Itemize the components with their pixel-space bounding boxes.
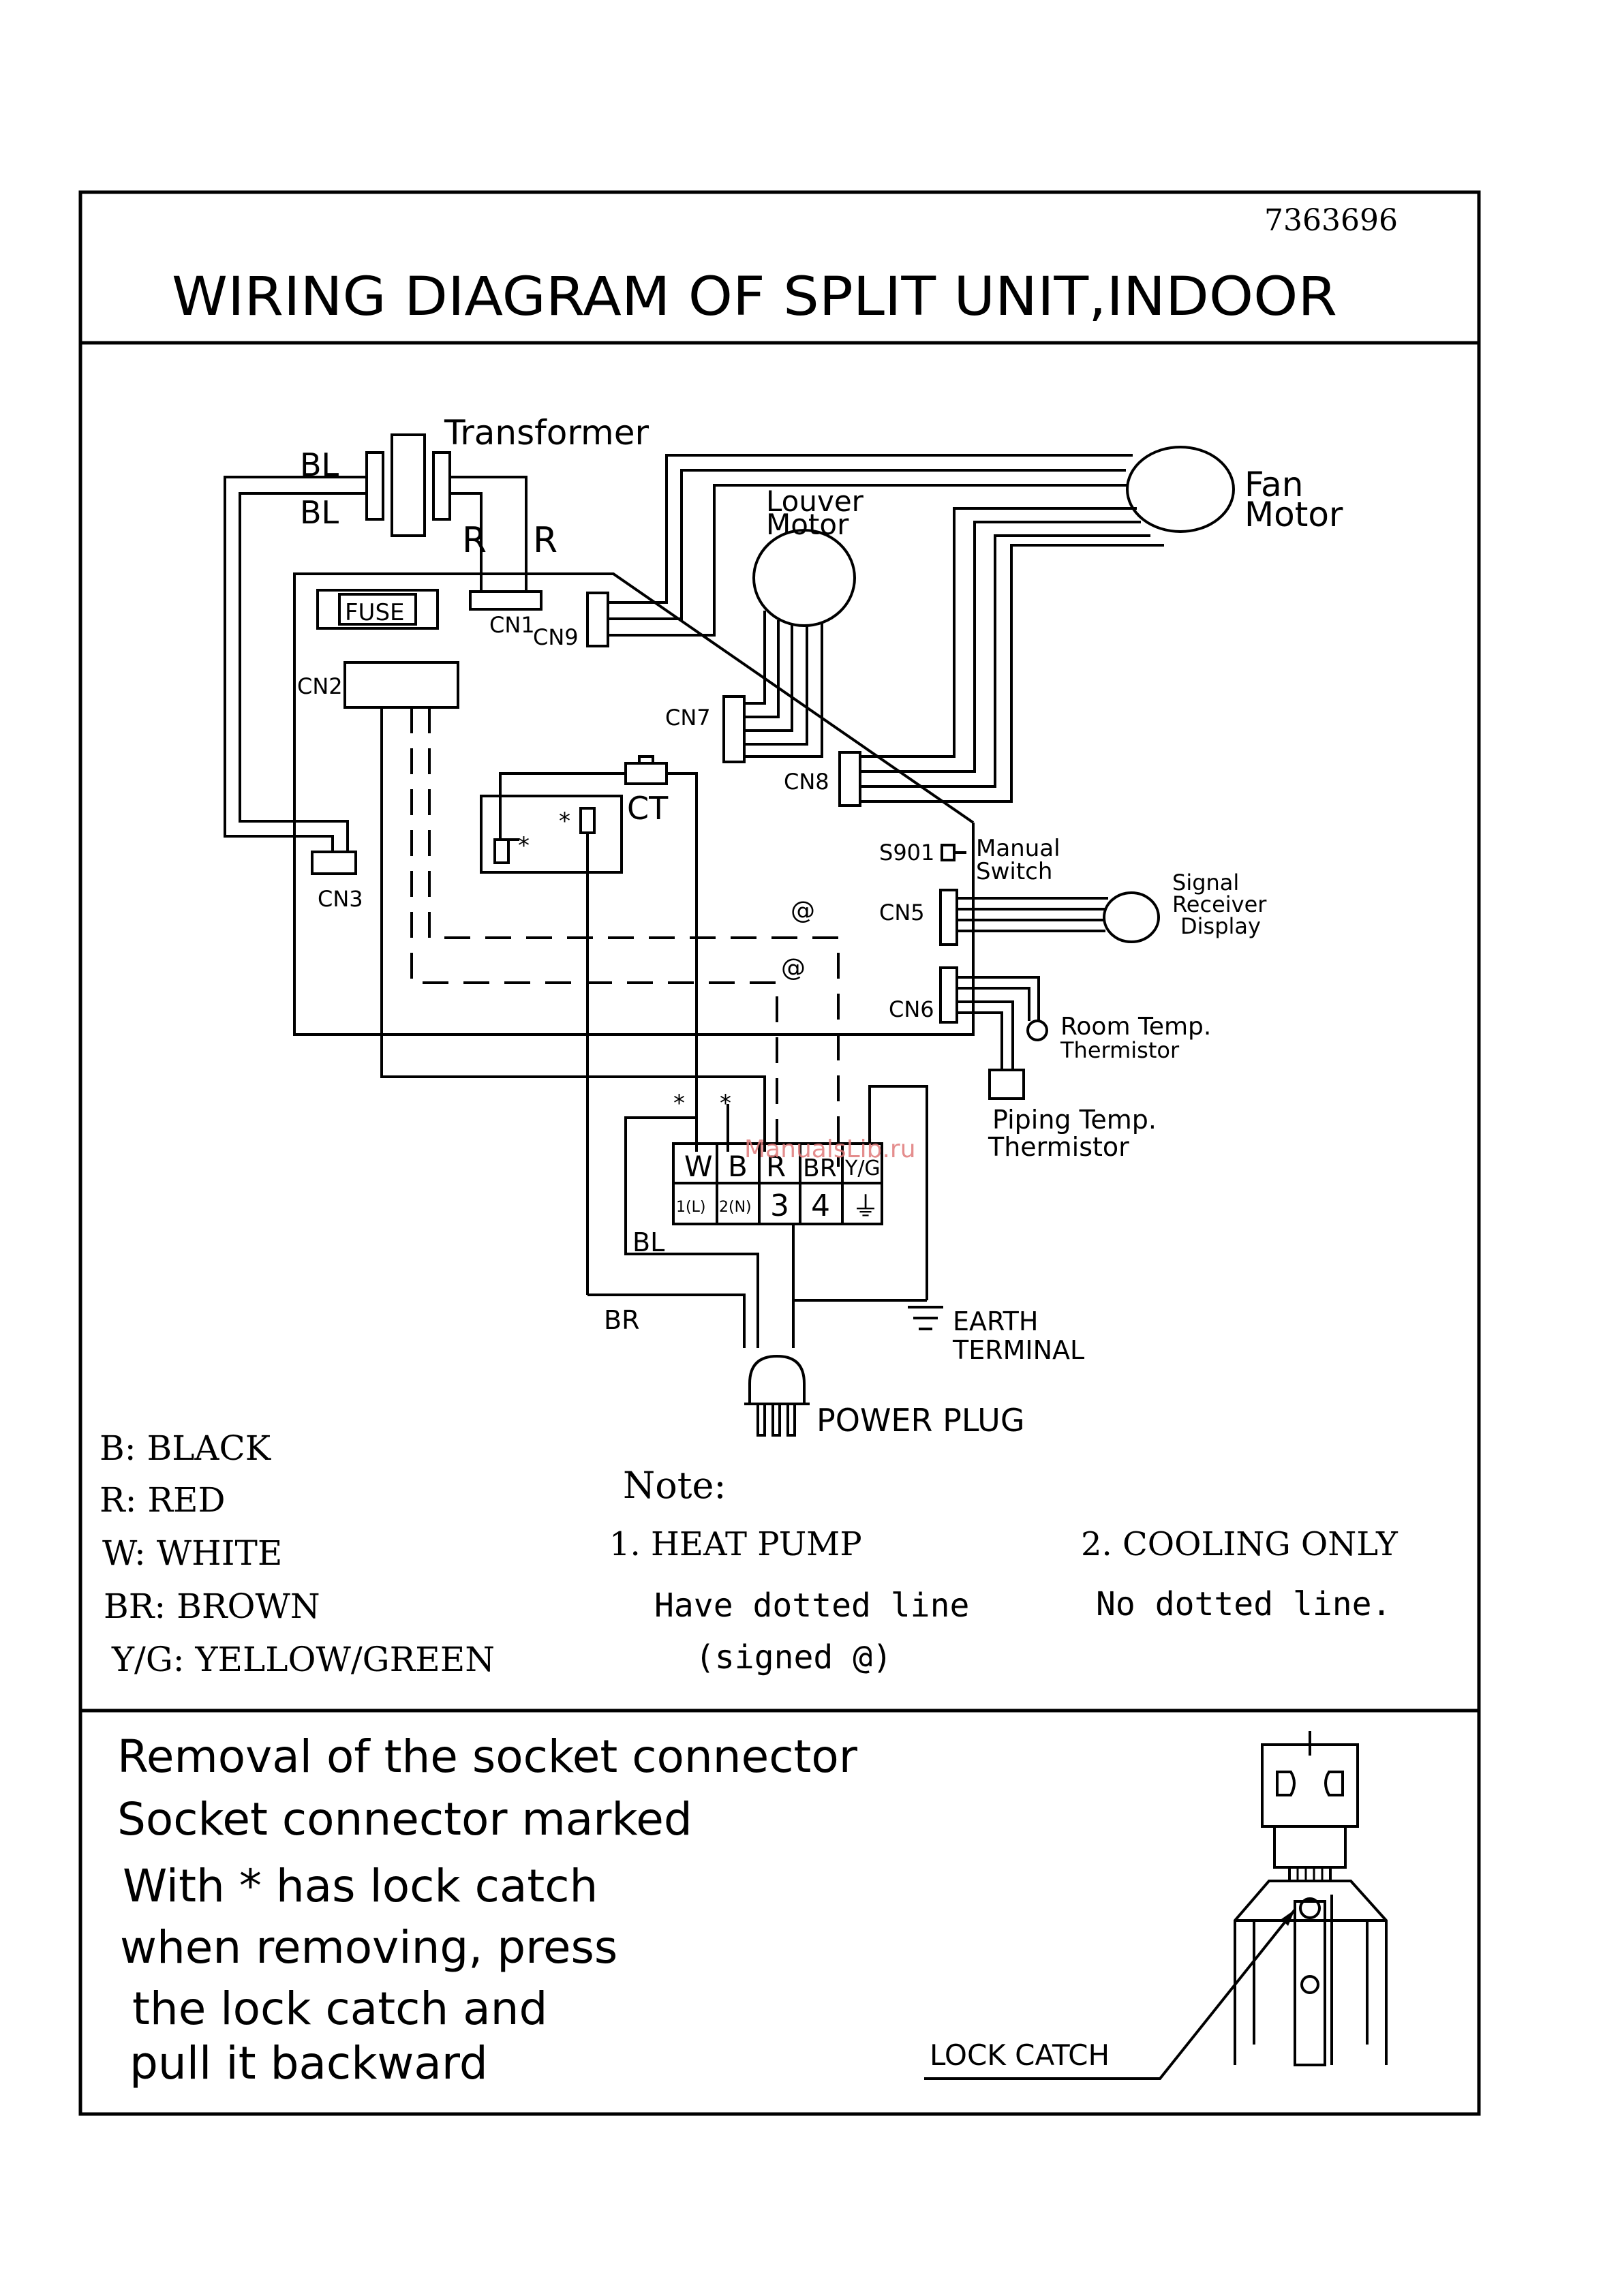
cn6-label: CN6	[889, 996, 934, 1022]
terminal-yg: Y/G	[844, 1157, 881, 1180]
manual-switch-label-1: Manual	[976, 835, 1060, 862]
ct-sensor	[624, 762, 668, 785]
terminal-2n: 2(N)	[719, 1199, 752, 1216]
heat-pump-dotted-lines	[410, 707, 840, 1167]
earth-terminal-label-1: EARTH	[953, 1306, 1038, 1336]
earth-terminal-label-2: TERMINAL	[952, 1335, 1084, 1365]
lock-mark-2: *	[559, 808, 570, 835]
cn8-label: CN8	[784, 769, 829, 795]
note-heading: Note:	[623, 1464, 727, 1507]
terminal-w: W	[684, 1150, 713, 1183]
cn2-label: CN2	[297, 673, 343, 699]
fan-motor-label-1: Fan	[1244, 465, 1304, 504]
transformer	[365, 433, 451, 537]
piping-temp-label-1: Piping Temp.	[992, 1105, 1157, 1135]
removal-line-5: the lock catch and	[132, 1983, 547, 2035]
legend-yellow-green: Y/G: YELLOW/GREEN	[111, 1640, 495, 1679]
terminal-br: BR	[803, 1154, 837, 1182]
removal-line-6: pull it backward	[129, 2037, 488, 2090]
louver-motor-label-2: Motor	[766, 508, 849, 541]
outer-frame	[78, 190, 1481, 2116]
removal-line-2: Socket connector marked	[117, 1793, 692, 1846]
legend-white: W: WHITE	[102, 1533, 282, 1573]
cn3-label: CN3	[318, 886, 363, 912]
lock-mark-4: *	[720, 1090, 731, 1117]
signal-receiver-label-3: Display	[1180, 913, 1261, 939]
wire-label-bl-terminal: BL	[632, 1227, 664, 1257]
terminal-ground-icon: ⏚	[852, 1191, 879, 1223]
fan-motor-label-2: Motor	[1244, 495, 1343, 534]
note-heat-pump-title: 1. HEAT PUMP	[609, 1525, 862, 1563]
cn2-connector	[343, 661, 459, 709]
cn5-connector	[939, 889, 958, 946]
signal-receiver-label-1: Signal	[1172, 870, 1239, 896]
lock-mark-3: *	[673, 1090, 685, 1117]
s901-switch	[941, 844, 956, 861]
pcb-outline	[293, 572, 975, 1036]
terminal-b: B	[728, 1150, 748, 1183]
terminal-4: 4	[811, 1189, 830, 1223]
signal-receiver-display	[1103, 891, 1160, 943]
power-plug-label: POWER PLUG	[816, 1402, 1024, 1439]
cn5-label: CN5	[879, 900, 925, 925]
manual-switch-label-2: Switch	[976, 858, 1052, 885]
ct-label: CT	[627, 790, 669, 827]
transformer-label: Transformer	[444, 413, 649, 453]
legend-brown: BR: BROWN	[104, 1587, 320, 1626]
note-cooling-only-line1: No dotted line.	[1096, 1585, 1391, 1623]
cn7-label: CN7	[665, 705, 711, 731]
power-plug	[744, 1354, 810, 1437]
cn8-connector	[838, 751, 861, 807]
piping-temp-label-2: Thermistor	[988, 1132, 1129, 1162]
fuse	[316, 589, 439, 630]
watermark: ManualsLib.ru	[744, 1135, 916, 1163]
legend-black: B: BLACK	[100, 1428, 272, 1468]
at-mark-2: @	[781, 954, 806, 982]
lock-catch-figure	[1234, 1731, 1388, 2066]
s901-label: S901	[879, 840, 934, 866]
lock-catch-label: LOCK CATCH	[930, 2038, 1110, 2072]
legend-red: R: RED	[100, 1480, 226, 1520]
terminal-3: 3	[770, 1189, 789, 1223]
document-number: 7363696	[1264, 203, 1398, 238]
room-temp-label-2: Thermistor	[1060, 1037, 1180, 1063]
at-mark-1: @	[791, 897, 815, 925]
wire-label-r-right: R	[533, 520, 557, 561]
cn3-connector	[311, 851, 357, 875]
room-temp-thermistor	[1026, 1020, 1048, 1041]
wire-label-r-left: R	[462, 520, 487, 561]
wire-label-br-terminal: BR	[604, 1305, 639, 1335]
removal-line-3: With * has lock catch	[123, 1860, 598, 1912]
fuse-label: FUSE	[345, 599, 405, 626]
removal-line-1: Removal of the socket connector	[117, 1730, 858, 1783]
note-cooling-only-title: 2. COOLING ONLY	[1081, 1525, 1399, 1563]
louver-motor-label-1: Louver	[766, 485, 864, 518]
terminal-block	[672, 1142, 883, 1225]
cn1-connector	[469, 590, 542, 611]
signal-receiver-label-2: Receiver	[1172, 891, 1267, 917]
lock-mark-1: *	[518, 832, 530, 859]
terminal-r: R	[766, 1150, 786, 1183]
note-heat-pump-line2: (signed @)	[695, 1638, 892, 1677]
relay-subboard	[480, 795, 623, 874]
piping-temp-thermistor	[988, 1069, 1025, 1100]
wire-label-bl-bottom: BL	[300, 494, 339, 531]
note-heat-pump-line1: Have dotted line	[654, 1587, 969, 1625]
removal-line-4: when removing, press	[120, 1921, 617, 1974]
fan-motor	[1126, 446, 1235, 533]
cn9-label: CN9	[533, 624, 579, 650]
cn6-connector	[939, 966, 958, 1024]
diagram-title: WIRING DIAGRAM OF SPLIT UNIT,INDOOR	[172, 266, 1337, 328]
room-temp-label-1: Room Temp.	[1060, 1013, 1211, 1041]
cn1-label: CN1	[489, 612, 535, 638]
cn7-connector	[722, 695, 746, 763]
cn9-connector	[586, 592, 609, 647]
terminal-1l: 1(L)	[676, 1199, 705, 1216]
lock-catch-pointer	[924, 1908, 1296, 2080]
louver-motor	[752, 529, 856, 627]
